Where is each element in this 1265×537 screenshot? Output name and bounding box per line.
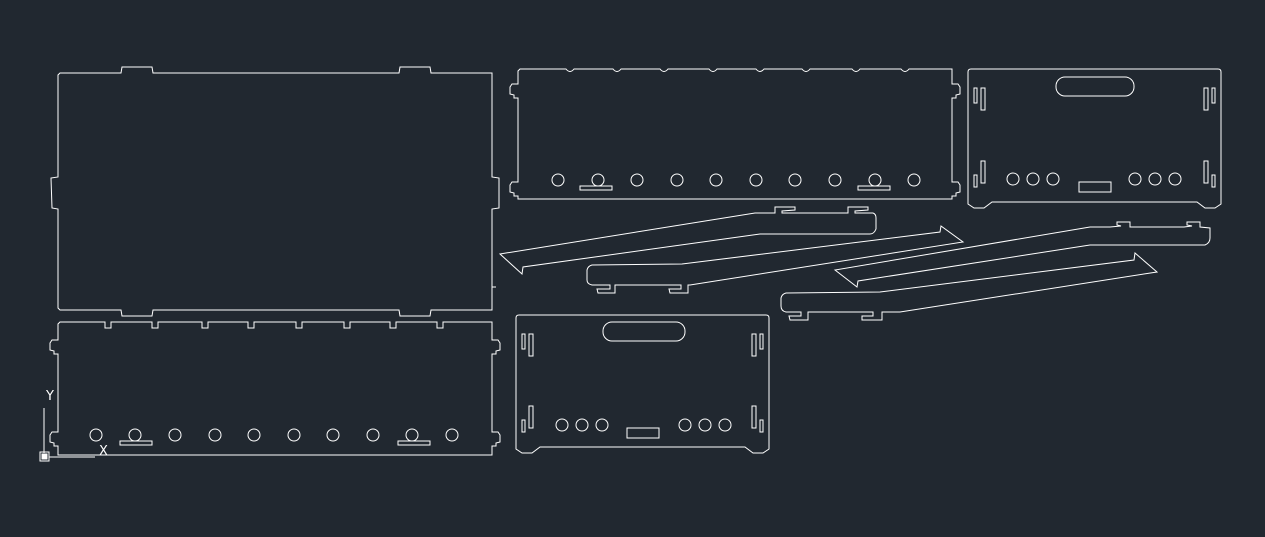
tab-slot: [759, 419, 764, 433]
hole: [868, 173, 882, 187]
hole: [828, 173, 842, 187]
handle-cutout: [1055, 76, 1135, 97]
hole: [907, 173, 921, 187]
hole: [366, 428, 380, 442]
hole: [709, 173, 723, 187]
slanted-rail-4[interactable]: [780, 252, 1159, 321]
hole: [555, 418, 569, 432]
tab-slot: [521, 419, 526, 433]
hole: [1148, 172, 1162, 186]
hole: [551, 173, 565, 187]
hole: [247, 428, 261, 442]
hole: [591, 173, 605, 187]
tab-slot: [973, 174, 978, 188]
hole: [1046, 172, 1060, 186]
tab-slot: [521, 333, 526, 350]
slot: [579, 185, 613, 191]
hole: [1128, 172, 1142, 186]
hole: [326, 428, 340, 442]
slot: [857, 185, 891, 191]
slot: [119, 440, 153, 446]
end-panel-bottom[interactable]: [515, 314, 770, 454]
handle-cutout: [602, 321, 686, 342]
panel-outline: [509, 68, 961, 200]
hole: [445, 428, 459, 442]
hole: [718, 418, 732, 432]
slanted-rail-1[interactable]: [498, 206, 877, 276]
hole: [405, 428, 419, 442]
hole: [1168, 172, 1182, 186]
switch-cutout: [1078, 181, 1112, 193]
tab-slot: [1203, 160, 1209, 184]
tab-slot: [1211, 87, 1216, 104]
tab-slot: [980, 87, 986, 111]
tab-slot: [528, 405, 534, 429]
tab-slot: [1211, 174, 1216, 188]
tab-slot: [751, 333, 757, 357]
slot: [397, 440, 431, 446]
hole: [630, 173, 644, 187]
tab-slot: [759, 333, 764, 350]
tab-slot: [980, 160, 986, 184]
hole: [128, 428, 142, 442]
hole: [698, 418, 712, 432]
ucs-x-label: X: [99, 444, 108, 459]
hole: [749, 173, 763, 187]
hole: [208, 428, 222, 442]
hole: [287, 428, 301, 442]
panel-outline: [49, 321, 501, 456]
panel-long-top[interactable]: [509, 68, 961, 200]
hole: [678, 418, 692, 432]
ucs-icon: Y X: [39, 389, 108, 462]
hole: [575, 418, 589, 432]
hole: [670, 173, 684, 187]
hole: [168, 428, 182, 442]
slanted-rail-2[interactable]: [586, 225, 965, 294]
ucs-y-label: Y: [45, 389, 54, 404]
tab-slot: [1203, 87, 1209, 111]
tab-slot: [751, 405, 757, 429]
hole: [595, 418, 609, 432]
switch-cutout: [626, 427, 660, 439]
tab-slot: [528, 333, 534, 357]
hole: [1006, 172, 1020, 186]
hole: [788, 173, 802, 187]
panel-outline: [515, 314, 770, 454]
panel-long-bottom[interactable]: [49, 321, 501, 456]
end-panel-top-right[interactable]: [967, 68, 1222, 209]
tab-slot: [973, 87, 978, 104]
hole: [89, 428, 103, 442]
slanted-rail-3[interactable]: [833, 221, 1211, 288]
hole: [1026, 172, 1040, 186]
panel-large-top[interactable]: [50, 66, 500, 317]
panel-outline: [967, 68, 1222, 209]
